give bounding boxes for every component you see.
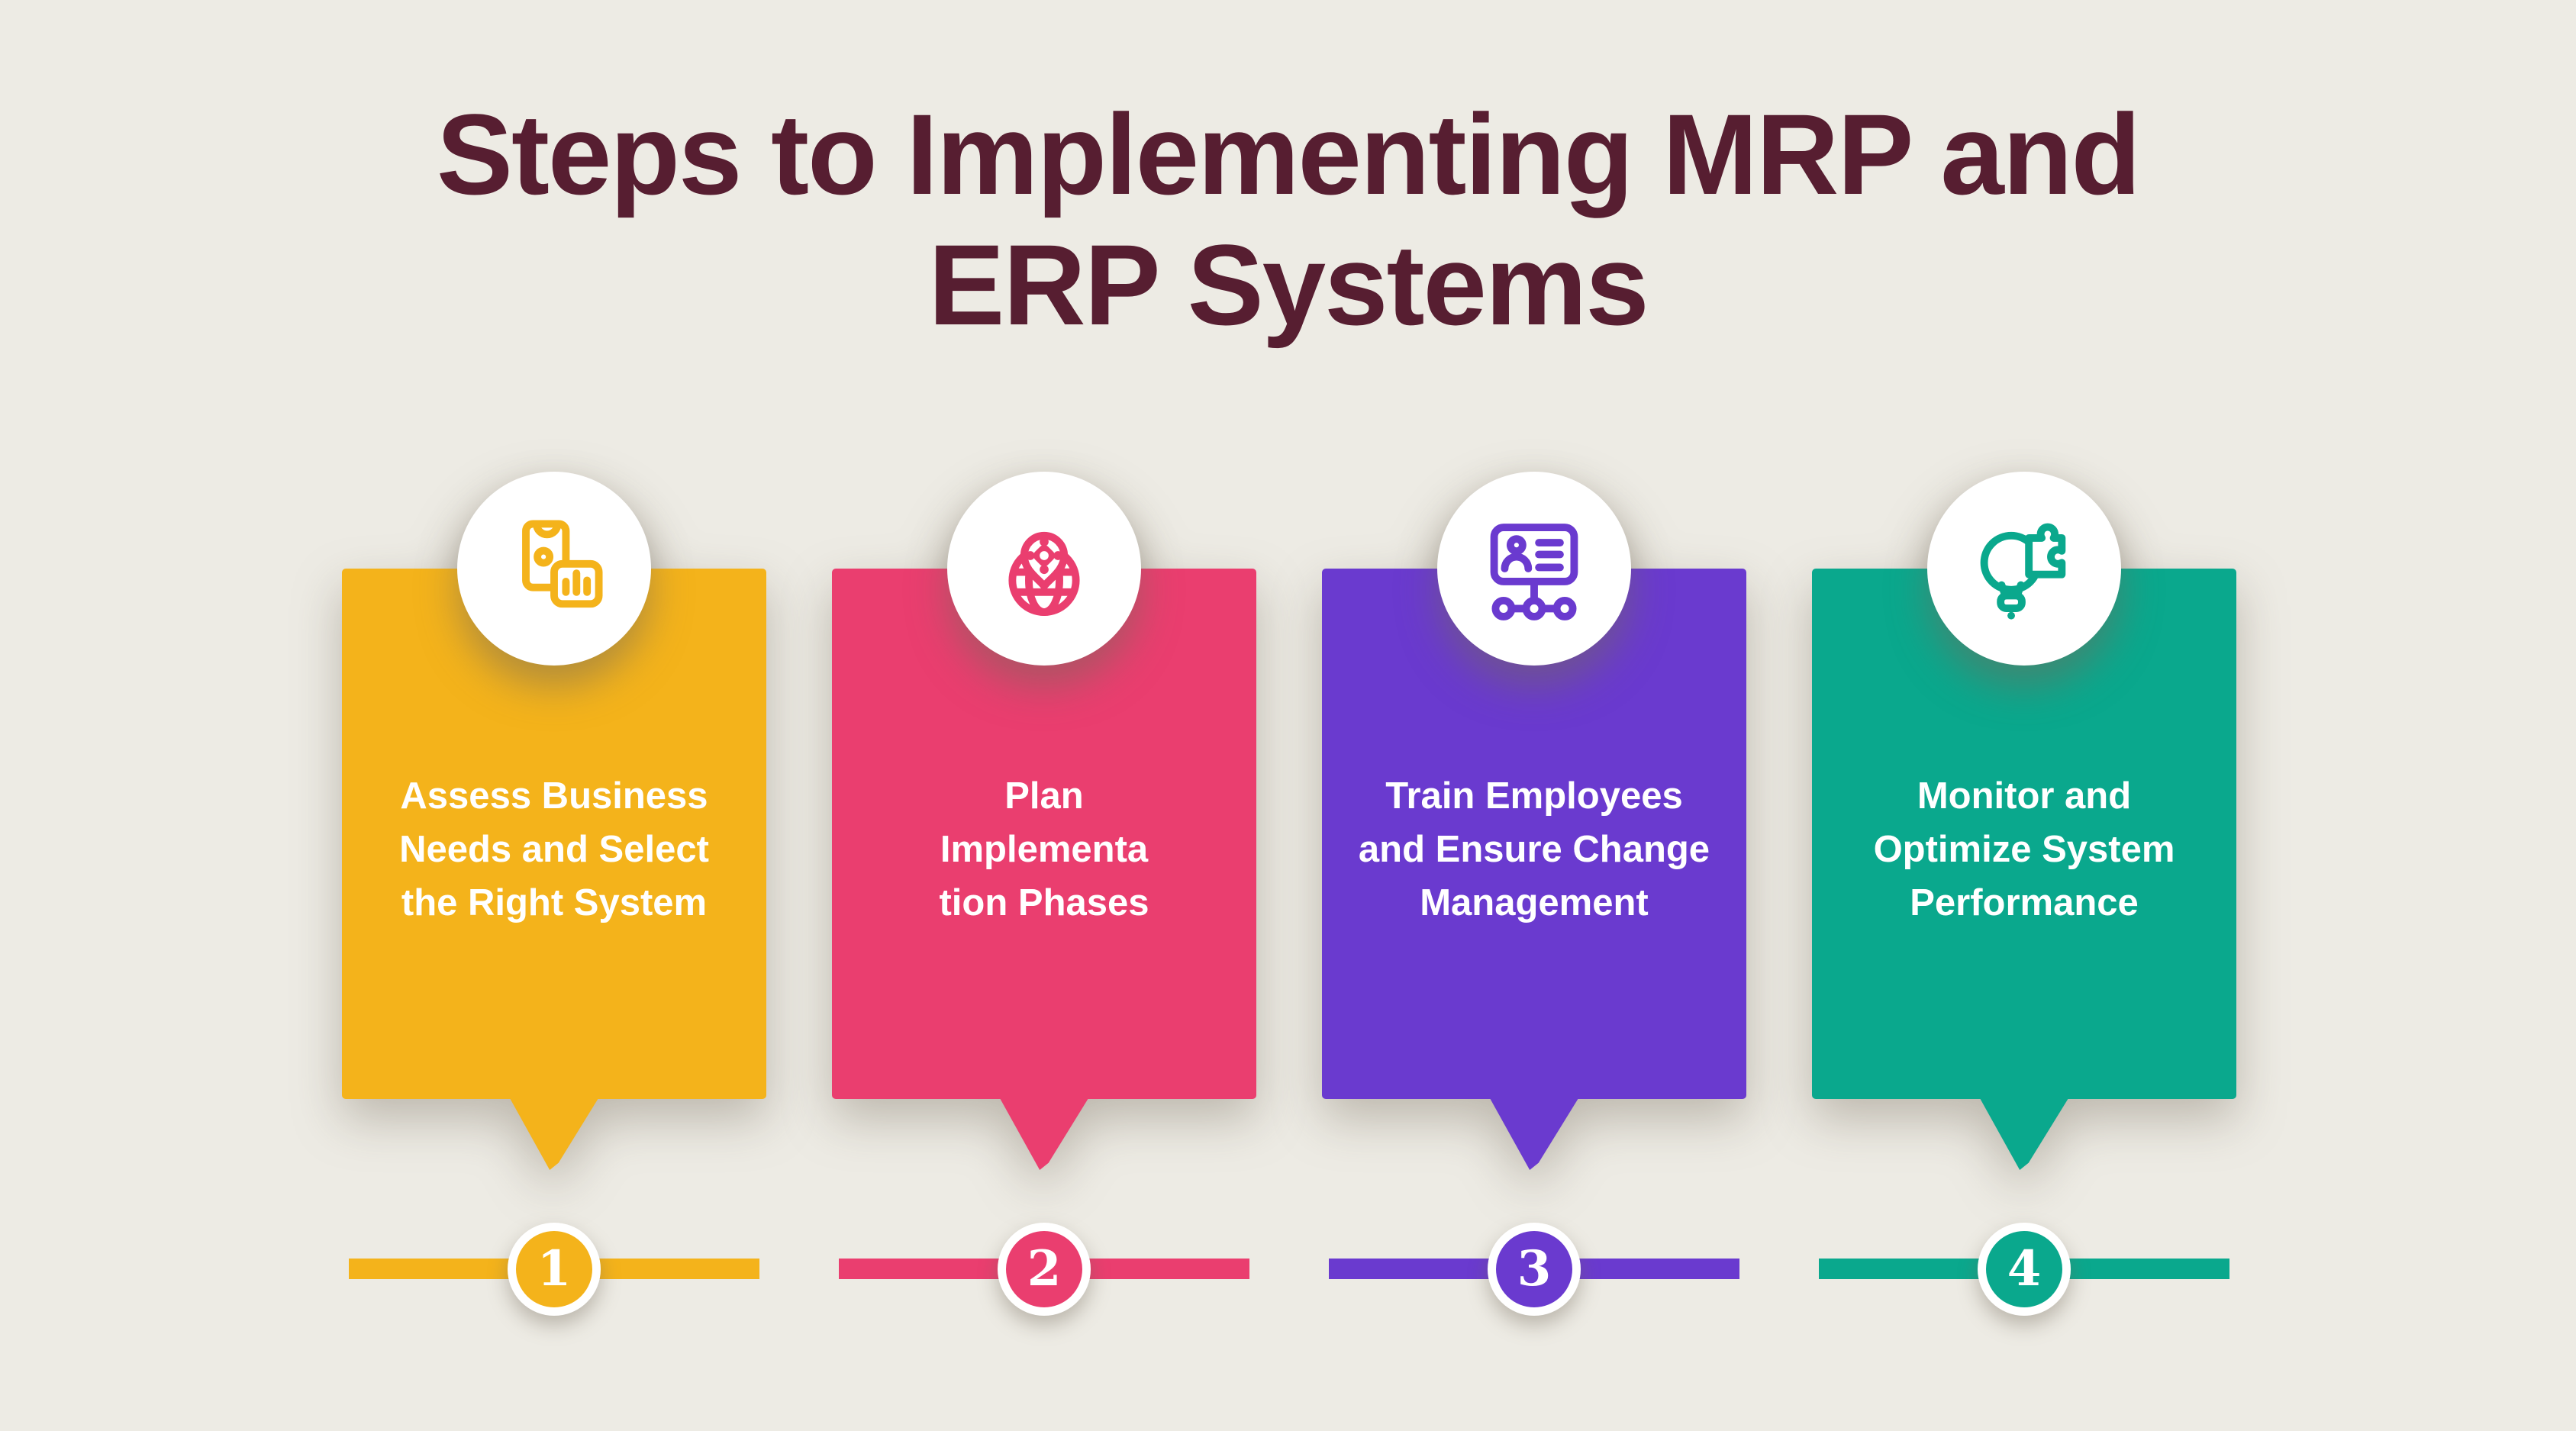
step-3-title: Train Employees and Ensure Change Manage… xyxy=(1358,775,1710,923)
step-2-icon-badge xyxy=(947,472,1141,666)
step-2-card: Plan Implementa tion Phases xyxy=(832,472,1256,1170)
step-2-pointer xyxy=(1000,1098,1088,1170)
step-4-card: Monitor and Optimize System Performance xyxy=(1812,472,2236,1170)
step-card-4: Monitor and Optimize System Performance … xyxy=(1812,0,2236,1431)
step-1-pointer xyxy=(510,1098,598,1170)
step-4-number-badge: 4 xyxy=(1978,1223,2071,1316)
step-1-icon-badge xyxy=(457,472,651,666)
step-1-card: Assess Business Needs and Select the Rig… xyxy=(342,472,766,1170)
step-3-icon-badge xyxy=(1437,472,1631,666)
step-4-number: 4 xyxy=(2007,1240,2042,1297)
step-2-number-badge: 2 xyxy=(998,1223,1091,1316)
step-4-title: Monitor and Optimize System Performance xyxy=(1873,775,2175,923)
step-2-timeline: 2 xyxy=(832,1223,1256,1316)
globe-location-pin-icon xyxy=(1008,531,1080,616)
lightbulb-puzzle-icon xyxy=(1980,523,2066,620)
step-card-1: Assess Business Needs and Select the Rig… xyxy=(342,0,766,1431)
phone-analytics-icon xyxy=(522,520,603,608)
step-3-number-badge: 3 xyxy=(1488,1223,1581,1316)
step-1-title: Assess Business Needs and Select the Rig… xyxy=(399,775,709,923)
step-3-panel: Train Employees and Ensure Change Manage… xyxy=(1322,569,1746,1099)
step-4-pointer xyxy=(1980,1098,2068,1170)
page-title: Steps to Implementing MRP and ERP System… xyxy=(436,90,2141,349)
step-4-panel: Monitor and Optimize System Performance xyxy=(1812,569,2236,1099)
step-4-icon-badge xyxy=(1927,472,2121,666)
step-2-title: Plan Implementa tion Phases xyxy=(939,775,1149,923)
step-3-card: Train Employees and Ensure Change Manage… xyxy=(1322,472,1746,1170)
step-1-number-badge: 1 xyxy=(508,1223,601,1316)
step-3-pointer xyxy=(1490,1098,1578,1170)
id-card-network-icon xyxy=(1490,524,1578,620)
step-1-number: 1 xyxy=(537,1240,572,1297)
step-3-timeline: 3 xyxy=(1322,1223,1746,1316)
step-3-number: 3 xyxy=(1517,1240,1552,1297)
step-2-number: 2 xyxy=(1027,1240,1062,1297)
step-1-timeline: 1 xyxy=(342,1223,766,1316)
step-card-3: Train Employees and Ensure Change Manage… xyxy=(1322,0,1746,1431)
step-4-timeline: 4 xyxy=(1812,1223,2236,1316)
step-card-2: Plan Implementa tion Phases 2 xyxy=(832,0,1256,1431)
